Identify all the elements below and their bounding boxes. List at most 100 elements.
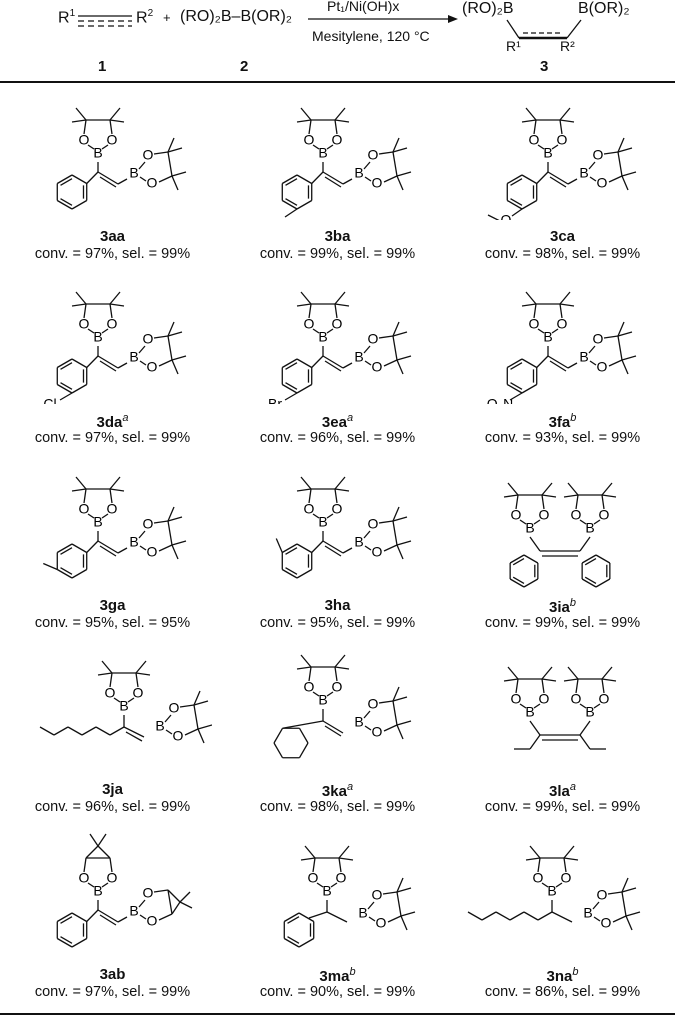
product-r2: R² bbox=[560, 38, 575, 54]
oxygen-atom: O bbox=[107, 869, 118, 885]
boron-atom: B bbox=[93, 145, 102, 161]
substituent-label: Cl bbox=[43, 396, 56, 404]
oxygen-atom: O bbox=[147, 359, 158, 375]
oxygen-atom: O bbox=[597, 175, 608, 191]
oxygen-atom: O bbox=[79, 869, 90, 885]
boron-atom: B bbox=[318, 514, 327, 530]
compound-label: 3daa bbox=[96, 412, 129, 432]
boron-atom: B bbox=[93, 882, 102, 898]
compound-label: 3ba bbox=[324, 228, 351, 245]
oxygen-atom: O bbox=[332, 501, 343, 517]
boron-atom: B bbox=[354, 714, 363, 730]
conversion-selectivity: conv. = 96%, sel. = 99% bbox=[259, 430, 416, 447]
footnote-marker: a bbox=[569, 781, 576, 794]
diboron-reagent: (RO)₂B–B(OR)₂ bbox=[180, 8, 292, 25]
oxygen-atom: O bbox=[79, 132, 90, 148]
boron-atom: B bbox=[585, 704, 594, 720]
product-r1: R¹ bbox=[506, 38, 521, 54]
oxygen-atom: O bbox=[372, 724, 383, 740]
compound-label: 3ga bbox=[99, 596, 126, 614]
oxygen-atom: O bbox=[539, 691, 550, 707]
footnote-marker: a bbox=[346, 412, 354, 425]
compound-number-1: 1 bbox=[98, 58, 107, 75]
oxygen-atom: O bbox=[143, 147, 154, 163]
oxygen-atom: O bbox=[561, 869, 572, 885]
boron-atom: B bbox=[525, 704, 534, 720]
conversion-selectivity: conv. = 97%, sel. = 99% bbox=[34, 246, 191, 262]
oxygen-atom: O bbox=[147, 912, 158, 928]
conversion-selectivity: conv. = 96%, sel. = 99% bbox=[34, 799, 191, 816]
boron-atom: B bbox=[585, 520, 594, 536]
conversion-selectivity: conv. = 98%, sel. = 99% bbox=[259, 799, 416, 816]
oxygen-atom: O bbox=[372, 886, 383, 902]
footnote-marker: b bbox=[572, 965, 579, 978]
oxygen-atom: O bbox=[511, 507, 522, 523]
compound-number-2: 2 bbox=[240, 58, 249, 75]
conversion-selectivity: conv. = 90%, sel. = 99% bbox=[259, 983, 416, 1000]
boron-atom: B bbox=[93, 329, 102, 345]
top-rule bbox=[0, 81, 675, 83]
triple-bond-icon bbox=[78, 15, 132, 27]
oxygen-atom: O bbox=[147, 544, 158, 560]
oxygen-atom: O bbox=[169, 700, 180, 716]
oxygen-atom: O bbox=[332, 679, 343, 695]
conditions-label: Mesitylene, 120 °C bbox=[312, 28, 430, 44]
oxygen-atom: O bbox=[571, 691, 582, 707]
oxygen-atom: O bbox=[539, 507, 550, 523]
boron-atom: B bbox=[93, 514, 102, 530]
reactant1-r1: R1 bbox=[58, 8, 76, 27]
oxygen-atom: O bbox=[332, 316, 343, 332]
oxygen-atom: O bbox=[107, 501, 118, 517]
conversion-selectivity: conv. = 93%, sel. = 99% bbox=[484, 430, 641, 447]
oxygen-atom: O bbox=[79, 501, 90, 517]
oxygen-atom: O bbox=[336, 869, 347, 885]
oxygen-atom: O bbox=[79, 316, 90, 332]
conversion-selectivity: conv. = 95%, sel. = 99% bbox=[259, 614, 416, 631]
product-b-right: B(OR)₂ bbox=[578, 0, 630, 17]
oxygen-atom: O bbox=[173, 728, 184, 744]
oxygen-atom: O bbox=[529, 316, 540, 332]
oxygen-atom: O bbox=[304, 501, 315, 517]
oxygen-atom: O bbox=[376, 914, 387, 930]
substituent-label: O₂N bbox=[487, 396, 513, 404]
oxygen-atom: O bbox=[107, 132, 118, 148]
boron-atom: B bbox=[129, 534, 138, 550]
compound-label: 3laa bbox=[549, 781, 576, 801]
catalyst-label: Pt₁/Ni(OH)x bbox=[327, 0, 400, 14]
conversion-selectivity: conv. = 99%, sel. = 99% bbox=[484, 799, 641, 816]
compound-label: 3kaa bbox=[321, 781, 354, 801]
boron-atom: B bbox=[579, 165, 588, 181]
product-alkene-icon bbox=[506, 19, 582, 40]
oxygen-atom: O bbox=[332, 132, 343, 148]
oxygen-atom: O bbox=[304, 679, 315, 695]
product-b-left: (RO)₂B bbox=[462, 0, 514, 17]
oxygen-atom: O bbox=[599, 691, 610, 707]
boron-atom: B bbox=[583, 904, 592, 920]
compound-label: 3ca bbox=[549, 228, 576, 245]
oxygen-atom: O bbox=[147, 175, 158, 191]
boron-atom: B bbox=[129, 902, 138, 918]
compound-label: 3iab bbox=[549, 596, 576, 616]
boron-atom: B bbox=[547, 882, 556, 898]
compound-label: 3eaa bbox=[321, 412, 354, 432]
oxygen-atom: O bbox=[308, 869, 319, 885]
